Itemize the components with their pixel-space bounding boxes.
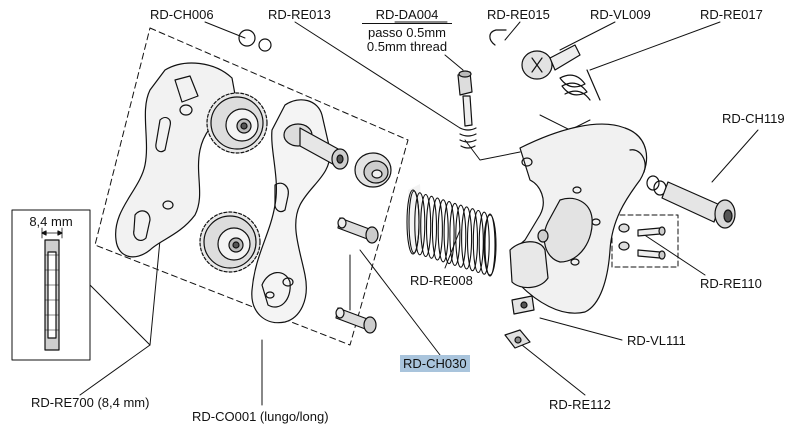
label-rd-da004-underline <box>362 23 452 24</box>
cage-pivot-bushing[interactable] <box>299 127 349 170</box>
spring-coil <box>449 202 461 266</box>
mounting-bolt[interactable] <box>646 175 736 229</box>
label-pulley-width: 8,4 mm <box>29 214 73 229</box>
spring-coil <box>443 201 455 265</box>
label-da004-pitch-it: passo 0.5mm <box>367 25 447 40</box>
spring-coil <box>414 192 426 256</box>
label-rd-re015: RD-RE015 <box>487 7 550 22</box>
label-rd-vl111: RD-VL111 <box>627 333 686 348</box>
b-tension-screw[interactable] <box>521 44 581 80</box>
spring-coil <box>425 195 438 259</box>
label-rd-re013: RD-RE013 <box>268 7 331 22</box>
cage-return-spring[interactable] <box>406 184 497 277</box>
b-knuckle-spring[interactable] <box>559 69 601 101</box>
small-clip[interactable] <box>238 29 272 52</box>
label-rd-re700: RD-RE700 (8,4 mm) <box>31 395 150 410</box>
limit-screw-upper[interactable] <box>618 223 666 237</box>
cable-clamp-nut[interactable] <box>504 329 531 349</box>
spring-coil <box>461 206 473 270</box>
spring-coil <box>437 199 449 263</box>
label-rd-re017: RD-RE017 <box>700 7 763 22</box>
spring-coil <box>466 208 479 272</box>
spring-coil <box>420 193 432 258</box>
retaining-clip[interactable] <box>489 29 507 46</box>
spring-coil <box>478 211 490 275</box>
label-rd-ch030-highlighted[interactable]: RD-CH030 <box>400 355 470 372</box>
lower-knuckle[interactable] <box>509 229 549 289</box>
pulley-cross-section[interactable] <box>11 209 91 361</box>
limit-screw-stack[interactable] <box>457 70 477 149</box>
limit-screw-lower[interactable] <box>618 241 666 260</box>
spring-coil <box>472 209 484 274</box>
label-rd-da004: RD-DA004 <box>375 7 439 22</box>
leader-lines <box>79 21 759 406</box>
spring-coil <box>484 213 496 277</box>
spring-coil <box>455 204 467 268</box>
lower-pulley-bolt[interactable] <box>335 307 377 334</box>
label-rd-ch119: RD-CH119 <box>722 111 785 126</box>
upper-jockey-wheel[interactable] <box>206 92 268 154</box>
lower-jockey-wheel[interactable] <box>199 211 261 273</box>
upper-pulley-bolt[interactable] <box>337 217 379 244</box>
spring-coil <box>431 197 443 261</box>
label-rd-re110: RD-RE110 <box>700 276 762 291</box>
label-rd-re008: RD-RE008 <box>410 273 473 288</box>
label-rd-ch006: RD-CH006 <box>150 7 214 22</box>
cable-clamp-bolt[interactable] <box>511 295 535 315</box>
label-da004-pitch-en: 0.5mm thread <box>366 39 448 54</box>
label-rd-vl009: RD-VL009 <box>590 7 651 22</box>
screws-group-outline <box>611 214 679 268</box>
outer-cage-plate[interactable] <box>115 62 237 258</box>
label-rd-co001: RD-CO001 (lungo/long) <box>192 409 329 424</box>
pivot-cap[interactable] <box>354 152 392 188</box>
cage-group-outline <box>94 27 409 346</box>
label-rd-re112: RD-RE112 <box>549 397 611 412</box>
